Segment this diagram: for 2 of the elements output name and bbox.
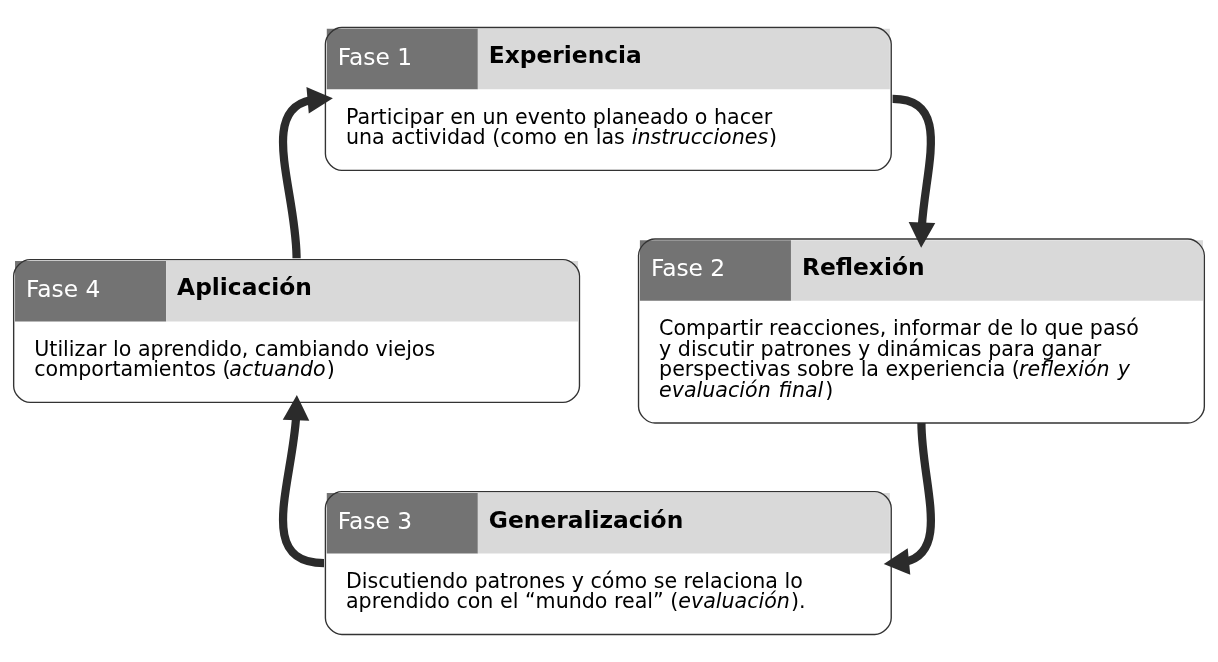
- arrow: [278, 87, 333, 259]
- arrow: [883, 422, 935, 575]
